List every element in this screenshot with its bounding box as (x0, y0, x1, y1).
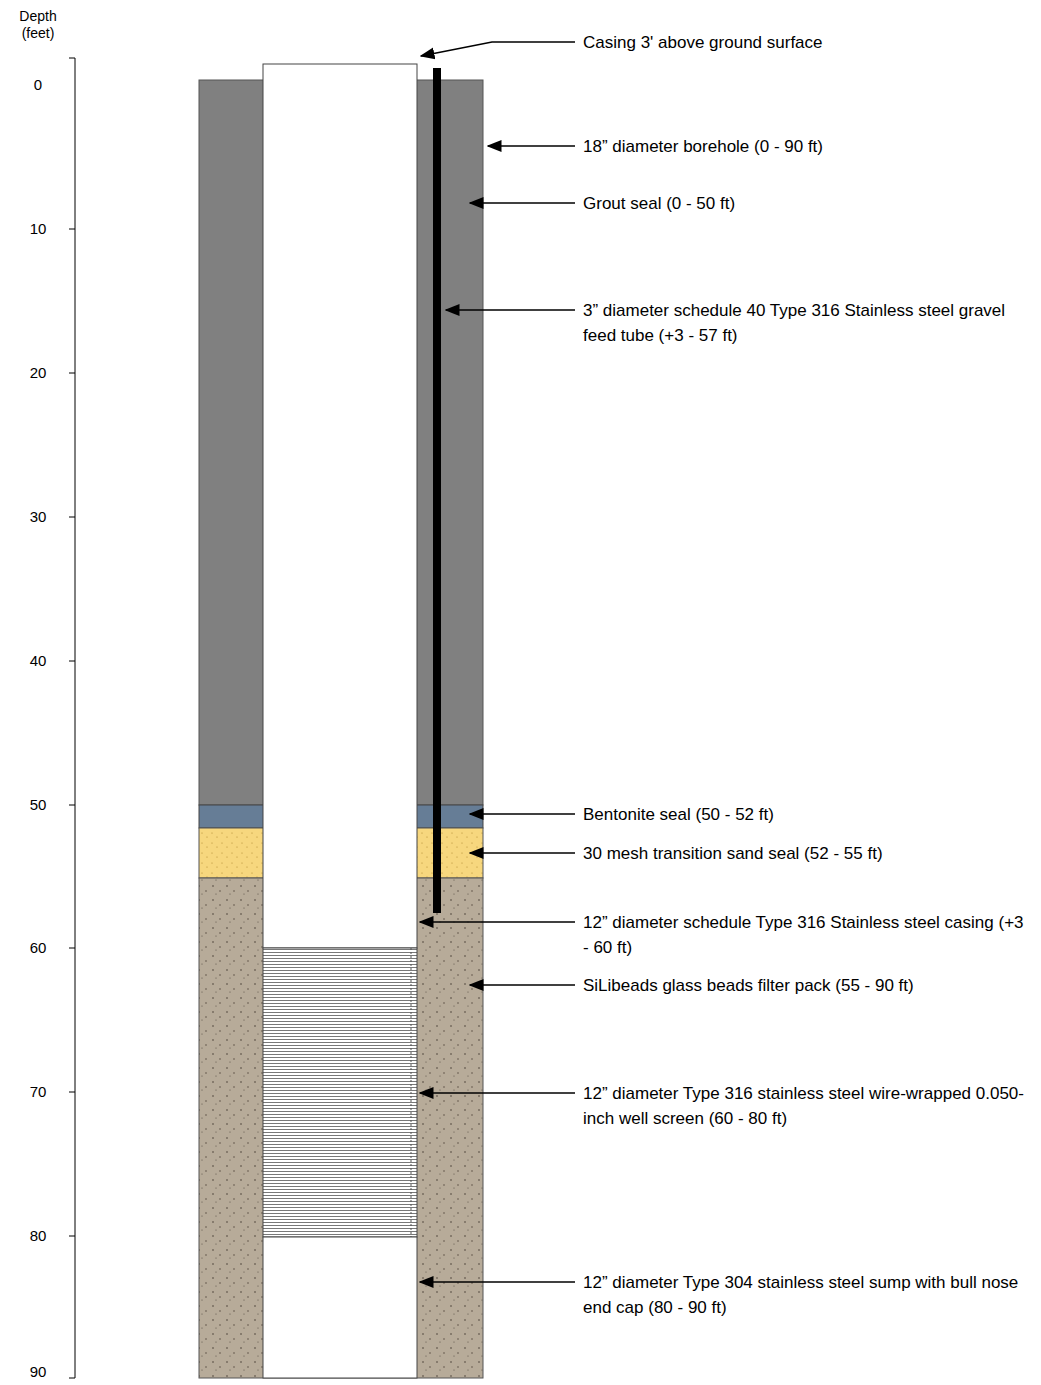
depth-tick: 40 (18, 652, 58, 670)
depth-tick: 0 (18, 76, 58, 94)
callout-text: 18” diameter borehole (0 - 90 ft) (583, 134, 1028, 159)
depth-tick: 10 (18, 220, 58, 238)
depth-tick: 70 (18, 1083, 58, 1101)
callout-text: Casing 3' above ground surface (583, 30, 1028, 55)
well-screen (263, 948, 417, 1237)
depth-axis (69, 58, 75, 1378)
callout-text: SiLibeads glass beads filter pack (55 - … (583, 973, 1028, 998)
screen-edge (411, 948, 412, 1237)
callout-text: Grout seal (0 - 50 ft) (583, 191, 1028, 216)
filter-pack (199, 878, 483, 1378)
depth-tick: 60 (18, 939, 58, 957)
callout-text: 12” diameter schedule Type 316 Stainless… (583, 910, 1028, 960)
callout-text: 12” diameter Type 304 stainless steel su… (583, 1270, 1028, 1320)
gravel-feed-tube (433, 68, 441, 913)
depth-tick: 50 (18, 796, 58, 814)
callout-text: 3” diameter schedule 40 Type 316 Stainle… (583, 298, 1028, 348)
depth-tick: 20 (18, 364, 58, 382)
callout-text: 12” diameter Type 316 stainless steel wi… (583, 1081, 1028, 1131)
depth-tick: 30 (18, 508, 58, 526)
axis-title: Depth (feet) (12, 8, 64, 42)
depth-tick: 90 (18, 1363, 58, 1381)
callout-text: 30 mesh transition sand seal (52 - 55 ft… (583, 841, 1028, 866)
well-casing (263, 64, 417, 948)
depth-tick: 80 (18, 1227, 58, 1245)
sump (263, 1237, 417, 1378)
leader-lines (420, 42, 575, 1282)
callout-text: Bentonite seal (50 - 52 ft) (583, 802, 1028, 827)
